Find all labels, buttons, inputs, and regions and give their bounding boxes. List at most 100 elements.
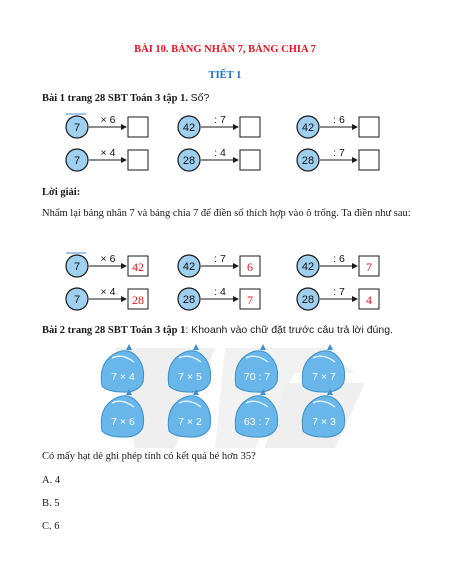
solution-heading: Lời giải: xyxy=(42,187,81,198)
number-circle xyxy=(296,148,320,172)
start-number: 28 xyxy=(183,294,195,306)
operation-label: : 4 xyxy=(214,147,226,159)
arrow-head-icon xyxy=(233,124,239,130)
answer-value: 7 xyxy=(247,293,253,307)
number-circle xyxy=(65,287,89,311)
answer-value: 42 xyxy=(132,260,144,274)
arrow-head-icon xyxy=(121,296,127,302)
answer-box xyxy=(239,255,261,277)
chestnut-tip-icon xyxy=(327,389,333,395)
seed-label: 7 × 2 xyxy=(178,416,202,428)
chestnut-tip-icon xyxy=(193,344,199,350)
exercise-1-prompt: Số? xyxy=(190,92,210,104)
seed-label: 70 : 7 xyxy=(244,371,270,383)
chestnut-seed[interactable]: 7 × 3 xyxy=(301,389,346,438)
diagram-cell: 7 × 4 28 xyxy=(65,286,149,311)
arrow-head-icon xyxy=(121,263,127,269)
exercise-2-prompt: : Khoanh vào chữ đặt trước câu trả lời đ… xyxy=(185,324,393,336)
chestnut-seed[interactable]: 7 × 2 xyxy=(167,389,212,438)
exercise-1-line: Bài 1 trang 28 SBT Toán 3 tập 1. Số? xyxy=(42,90,422,107)
start-number: 42 xyxy=(183,261,195,273)
arrow-head-icon xyxy=(352,124,358,130)
exercise-1-heading: Bài 1 trang 28 SBT Toán 3 tập 1. xyxy=(42,93,188,104)
chestnut-tip-icon xyxy=(327,344,333,350)
answer-value: 28 xyxy=(132,293,144,307)
number-circle xyxy=(296,287,320,311)
diagram-cell: 28 : 4 7 xyxy=(177,286,261,311)
operation-label: × 6 xyxy=(101,114,116,126)
seed-label: 7 × 3 xyxy=(312,416,336,428)
option-c[interactable]: C. 6 xyxy=(42,521,60,532)
chestnut-highlight xyxy=(111,400,135,408)
number-circle xyxy=(177,115,201,139)
page-title: BÀI 10. BẢNG NHÂN 7, BẢNG CHIA 7 xyxy=(134,44,316,55)
diagram-cell: 7 × 6 xyxy=(65,114,149,139)
diagram-cell: 42 : 7 xyxy=(177,114,261,139)
number-circle xyxy=(296,254,320,278)
arrow-head-icon xyxy=(121,157,127,163)
answer-box[interactable] xyxy=(239,149,261,171)
chestnut-seed[interactable]: 7 × 5 xyxy=(167,344,212,393)
answer-box[interactable] xyxy=(127,116,149,138)
operation-label: : 4 xyxy=(214,286,226,298)
seed-label: 63 : 7 xyxy=(244,416,270,428)
chestnut-highlight xyxy=(178,400,202,408)
answer-box[interactable] xyxy=(358,149,380,171)
operation-label: : 6 xyxy=(333,253,345,265)
seed-label: 7 × 4 xyxy=(111,371,135,383)
start-number: 28 xyxy=(302,294,314,306)
arrow-head-icon xyxy=(352,263,358,269)
option-b[interactable]: B. 5 xyxy=(42,498,60,509)
diagram-cell: 28 : 7 xyxy=(296,147,380,172)
chestnut-highlight xyxy=(245,355,269,363)
operation-label: : 7 xyxy=(214,114,226,126)
chestnut-highlight xyxy=(312,355,336,363)
answer-value: 6 xyxy=(247,260,253,274)
arrow-head-icon xyxy=(352,296,358,302)
start-number: 42 xyxy=(302,261,314,273)
start-number: 7 xyxy=(74,122,80,134)
answer-box xyxy=(127,255,149,277)
answer-box[interactable] xyxy=(239,116,261,138)
arrow-head-icon xyxy=(233,296,239,302)
start-number: 42 xyxy=(302,122,314,134)
start-number: 28 xyxy=(302,155,314,167)
number-circle xyxy=(177,254,201,278)
operation-label: : 7 xyxy=(214,253,226,265)
answer-box[interactable] xyxy=(358,116,380,138)
chestnut-seed[interactable]: 7 × 4 xyxy=(100,344,145,393)
diagram-cell: 42: 6 xyxy=(296,114,380,139)
chestnut-tip-icon xyxy=(260,344,266,350)
start-number: 42 xyxy=(183,122,195,134)
seed-label: 7 × 6 xyxy=(111,416,135,428)
number-circle xyxy=(65,115,89,139)
start-number: 7 xyxy=(74,294,80,306)
arrow-head-icon xyxy=(352,157,358,163)
operation-label: × 4 xyxy=(101,286,116,298)
answer-box[interactable] xyxy=(127,149,149,171)
number-circle xyxy=(177,148,201,172)
answer-box xyxy=(358,255,380,277)
chestnut-seed[interactable]: 7 × 6 xyxy=(100,389,145,438)
chestnut-group: 7 × 4 7 × 5 70 : 7 7 × 7 7 × 6 7 × 2 63 : 7 7 ×… xyxy=(100,344,346,438)
chestnut-tip-icon xyxy=(126,344,132,350)
answer-box xyxy=(239,288,261,310)
chestnut-tip-icon xyxy=(126,389,132,395)
number-circle xyxy=(296,115,320,139)
option-a[interactable]: A. 4 xyxy=(42,475,61,486)
chestnut-tip-icon xyxy=(260,389,266,395)
page-subtitle: TIẾT 1 xyxy=(208,70,242,81)
chestnut-seed[interactable]: 7 × 7 xyxy=(301,344,346,393)
diagram-cell: 7× 642 xyxy=(65,253,149,278)
answer-value: 4 xyxy=(366,293,372,307)
seed-label: 7 × 5 xyxy=(178,371,202,383)
operation-label: × 4 xyxy=(101,147,116,159)
answer-box xyxy=(127,288,149,310)
diagram-cell: 7× 4 xyxy=(65,147,149,172)
chestnut-seed[interactable]: 63 : 7 xyxy=(234,389,279,438)
chestnut-seed[interactable]: 70 : 7 xyxy=(234,344,279,393)
solution-text: Nhẩm lại bảng nhân 7 và bảng chia 7 để đ… xyxy=(42,208,411,219)
exercise-2-heading: Bài 2 trang 28 SBT Toán 3 tập 1 xyxy=(42,325,186,336)
operation-label: : 7 xyxy=(333,147,345,159)
